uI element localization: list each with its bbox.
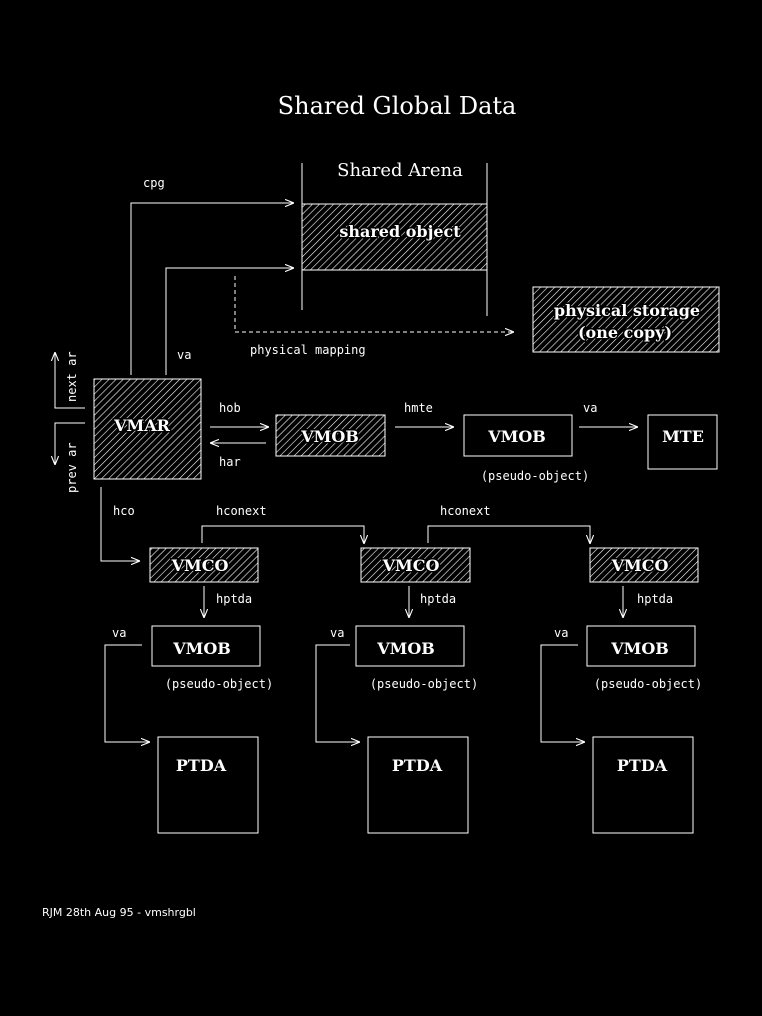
hptda-label-2: hptda bbox=[420, 592, 456, 606]
va-label-3: va bbox=[554, 626, 568, 640]
shared-arena-heading: Shared Arena bbox=[337, 160, 463, 181]
hconext-label-2: hconext bbox=[440, 504, 491, 518]
next-ar-arrow bbox=[55, 352, 85, 409]
vmob-pseudo-label-3: VMOB bbox=[610, 639, 669, 658]
physical-mapping-label: physical mapping bbox=[250, 343, 366, 357]
mte-label: MTE bbox=[662, 427, 704, 446]
va-arrow-shared bbox=[165, 268, 294, 375]
hco-arrow bbox=[100, 487, 140, 561]
va-label-vmar: va bbox=[177, 348, 191, 362]
mte-node bbox=[647, 414, 718, 470]
prev-ar-arrow bbox=[55, 422, 85, 465]
hptda-label-1: hptda bbox=[216, 592, 252, 606]
ptda-node-1 bbox=[157, 736, 259, 834]
hptda-label-3: hptda bbox=[637, 592, 673, 606]
physical-mapping-arrow bbox=[234, 276, 514, 332]
vmob-pseudo-node-2 bbox=[355, 625, 465, 667]
vmob-pseudo-label-1: VMOB bbox=[172, 639, 231, 658]
hmte-label: hmte bbox=[404, 401, 433, 415]
pseudo-object-note-3: (pseudo-object) bbox=[594, 677, 702, 691]
va-arrow-ptda-3 bbox=[540, 644, 585, 742]
va-label-mte: va bbox=[583, 401, 597, 415]
pseudo-object-note-top: (pseudo-object) bbox=[481, 469, 589, 483]
shared-object-label: shared object bbox=[339, 222, 461, 241]
footer-credit: RJM 28th Aug 95 - vmshrgbl bbox=[42, 906, 196, 919]
va-label-1: va bbox=[112, 626, 126, 640]
vmob-hatched-label: VMOB bbox=[300, 427, 359, 446]
va-label-2: va bbox=[330, 626, 344, 640]
hconext-arrow-1 bbox=[201, 525, 364, 544]
va-arrow-ptda-1 bbox=[104, 644, 150, 742]
hob-label: hob bbox=[219, 401, 241, 415]
har-label: har bbox=[219, 455, 241, 469]
ptda-label-1: PTDA bbox=[176, 756, 227, 775]
physical-storage-label-line2: (one copy) bbox=[578, 323, 672, 342]
cpg-arrow bbox=[130, 203, 294, 375]
vmob-pseudo-node-top bbox=[463, 414, 573, 457]
diagram-title: Shared Global Data bbox=[278, 92, 517, 120]
ptda-label-2: PTDA bbox=[392, 756, 443, 775]
physical-storage-box bbox=[532, 286, 720, 353]
vmco-label-2: VMCO bbox=[382, 556, 440, 575]
vmob-pseudo-node-1 bbox=[151, 625, 261, 667]
vmob-pseudo-label-2: VMOB bbox=[376, 639, 435, 658]
hco-label: hco bbox=[113, 504, 135, 518]
vmco-label-3: VMCO bbox=[611, 556, 669, 575]
ptda-node-3 bbox=[592, 736, 694, 834]
vmco-node-2 bbox=[360, 547, 471, 583]
vmco-label-1: VMCO bbox=[171, 556, 229, 575]
pseudo-object-note-1: (pseudo-object) bbox=[165, 677, 273, 691]
prev-ar-label: prev ar bbox=[65, 442, 79, 493]
ptda-label-3: PTDA bbox=[617, 756, 668, 775]
vmar-label: VMAR bbox=[113, 416, 171, 435]
hconext-label-1: hconext bbox=[216, 504, 267, 518]
ptda-node-2 bbox=[367, 736, 469, 834]
vmob-node-hatched bbox=[275, 414, 386, 457]
vmob-pseudo-top-label: VMOB bbox=[487, 427, 546, 446]
physical-storage-label-line1: physical storage bbox=[554, 301, 700, 320]
cpg-label: cpg bbox=[143, 176, 165, 190]
pseudo-object-note-2: (pseudo-object) bbox=[370, 677, 478, 691]
vmco-node-3 bbox=[589, 547, 699, 583]
hconext-arrow-2 bbox=[427, 525, 590, 544]
vmob-pseudo-node-3 bbox=[586, 625, 696, 667]
vmar-node bbox=[93, 378, 202, 480]
vmco-node-1 bbox=[149, 547, 259, 583]
next-ar-label: next ar bbox=[65, 351, 79, 402]
va-arrow-ptda-2 bbox=[315, 644, 360, 742]
shared-object-box bbox=[301, 203, 488, 271]
